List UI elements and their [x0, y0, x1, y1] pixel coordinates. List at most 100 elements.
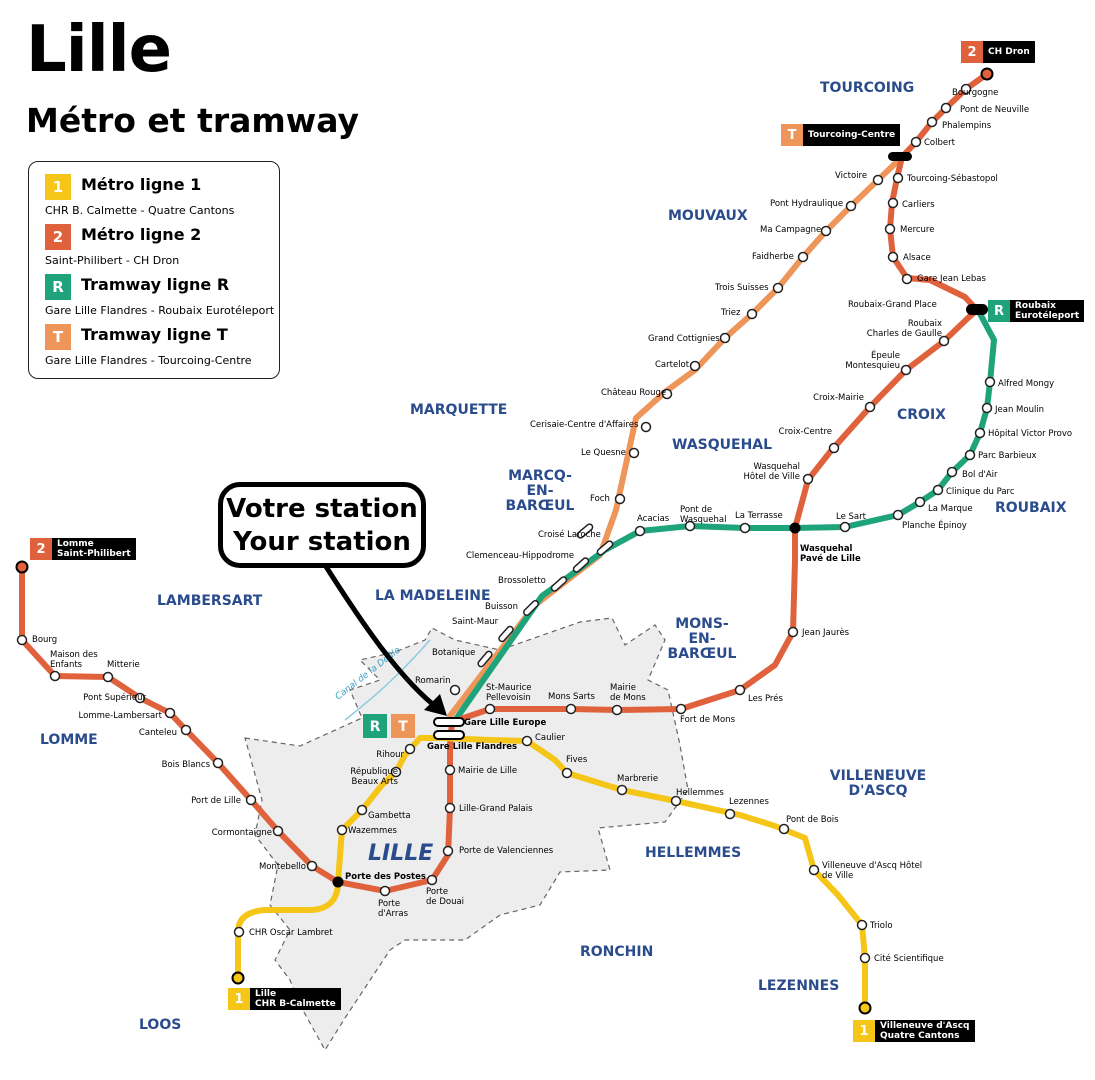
station-label[interactable]: Acacias: [637, 514, 670, 524]
station-label[interactable]: Porte de Valenciennes: [459, 846, 554, 856]
station-dot[interactable]: [910, 136, 922, 148]
station-dot[interactable]: [960, 83, 972, 95]
station-label[interactable]: Planche Épinoy: [902, 519, 967, 531]
terminus-tourcoing-centre[interactable]: T Tourcoing-Centre: [781, 124, 901, 146]
station-dot[interactable]: [845, 200, 857, 212]
station-dot[interactable]: [864, 401, 876, 413]
station-label[interactable]: Pont de Neuville: [960, 105, 1029, 115]
legend-item-line-t[interactable]: T Tramway ligne T Gare Lille Flandres - …: [37, 322, 271, 372]
interchange-eurotéleport[interactable]: [966, 304, 988, 315]
station-label[interactable]: Château Rouge: [601, 388, 666, 398]
station-dot[interactable]: [859, 952, 871, 964]
station-dot[interactable]: [981, 402, 993, 414]
station-label[interactable]: Mitterie: [107, 660, 140, 670]
station-label[interactable]: Romarin: [415, 676, 450, 686]
station-label[interactable]: Marbrerie: [617, 774, 658, 784]
station-dot[interactable]: [887, 251, 899, 263]
interchange-tourcoing-sebastopol[interactable]: [888, 152, 912, 161]
station-dot[interactable]: [887, 197, 899, 209]
station-label[interactable]: Clemenceau-Hippodrome: [466, 551, 574, 561]
shared-stop[interactable]: [596, 540, 614, 556]
shared-stop[interactable]: [498, 625, 515, 643]
station-label[interactable]: CHR Oscar Lambret: [249, 928, 333, 938]
station-label[interactable]: Porte des Postes: [345, 872, 426, 882]
station-label[interactable]: Pont Supérieur: [83, 692, 146, 703]
station-dot[interactable]: [661, 388, 673, 400]
station-label[interactable]: Buisson: [485, 602, 518, 612]
station-dot[interactable]: [932, 484, 944, 496]
station-dot[interactable]: [565, 703, 577, 715]
station-dot[interactable]: [828, 442, 840, 454]
station-dot[interactable]: [306, 860, 318, 872]
shared-stop[interactable]: [477, 650, 493, 668]
station-dot[interactable]: [640, 421, 652, 433]
station-label[interactable]: Hôpital Victor Provo: [988, 428, 1072, 439]
station-label[interactable]: Bourg: [32, 635, 57, 645]
station-dot[interactable]: [356, 804, 368, 816]
station-dot[interactable]: [336, 824, 348, 836]
station-dot[interactable]: [444, 764, 456, 776]
station-dot[interactable]: [884, 223, 896, 235]
station-label[interactable]: Bol d'Air: [962, 470, 998, 480]
station-dot[interactable]: [901, 273, 913, 285]
station-label[interactable]: Croix-Centre: [779, 427, 832, 437]
station-dot[interactable]: [233, 926, 245, 938]
station-label[interactable]: Alsace: [903, 253, 931, 263]
station-label[interactable]: Botanique: [432, 648, 475, 658]
station-dot[interactable]: [212, 757, 224, 769]
station-dot[interactable]: [787, 626, 799, 638]
station-dot[interactable]: [426, 874, 438, 886]
station-label[interactable]: Croisé Laroche: [538, 529, 601, 540]
station-label[interactable]: Cartelot: [655, 360, 690, 370]
interchange-porte-des-postes[interactable]: [332, 876, 344, 888]
station-label[interactable]: Fives: [566, 755, 588, 765]
station-label[interactable]: Triolo: [869, 921, 893, 931]
station-label[interactable]: Fort de Mons: [680, 715, 736, 725]
station-dot[interactable]: [926, 116, 938, 128]
station-dot[interactable]: [684, 520, 696, 532]
station-dot[interactable]: [964, 449, 976, 461]
station-label[interactable]: Le Sart: [836, 512, 867, 522]
station-label[interactable]: Cormontaigne: [212, 828, 272, 838]
station-dot[interactable]: [628, 447, 640, 459]
station-dot[interactable]: [940, 102, 952, 114]
station-dot[interactable]: [872, 174, 884, 186]
station-label[interactable]: Caulier: [535, 733, 565, 743]
interchange-pave-de-lille[interactable]: [789, 522, 801, 534]
station-label[interactable]: Les Prés: [748, 693, 783, 704]
station-label[interactable]: Hellemmes: [676, 788, 724, 798]
interchange-gare-lille-europe[interactable]: [433, 717, 465, 727]
station-label[interactable]: Le Quesne: [581, 448, 626, 458]
station-dot[interactable]: [484, 703, 496, 715]
station-dot[interactable]: [739, 522, 751, 534]
station-dot[interactable]: [820, 225, 832, 237]
station-label[interactable]: Wazemmes: [348, 826, 398, 836]
station-dot[interactable]: [839, 521, 851, 533]
legend-item-line-1[interactable]: 1 Métro ligne 1 CHR B. Calmette - Quatre…: [37, 172, 271, 222]
station-label[interactable]: Gambetta: [368, 811, 411, 821]
station-label[interactable]: Jean Jaurès: [801, 627, 850, 638]
station-label[interactable]: Rihour: [376, 750, 404, 760]
station-label[interactable]: Montebello: [259, 862, 306, 872]
station-label[interactable]: Mons Sarts: [548, 692, 595, 702]
station-dot[interactable]: [689, 360, 701, 372]
station-dot[interactable]: [616, 784, 628, 796]
station-dot[interactable]: [670, 795, 682, 807]
station-dot[interactable]: [724, 808, 736, 820]
station-dot[interactable]: [856, 919, 868, 931]
station-label[interactable]: Parc Barbieux: [978, 451, 1037, 461]
legend-item-line-2[interactable]: 2 Métro ligne 2 Saint-Philibert - CH Dro…: [37, 222, 271, 272]
station-dot[interactable]: [102, 671, 114, 683]
station-label[interactable]: Jean Moulin: [994, 405, 1044, 415]
station-dot[interactable]: [272, 825, 284, 837]
station-dot[interactable]: [938, 335, 950, 347]
station-label[interactable]: Clinique du Parc: [946, 487, 1015, 497]
station-dot[interactable]: [442, 845, 454, 857]
